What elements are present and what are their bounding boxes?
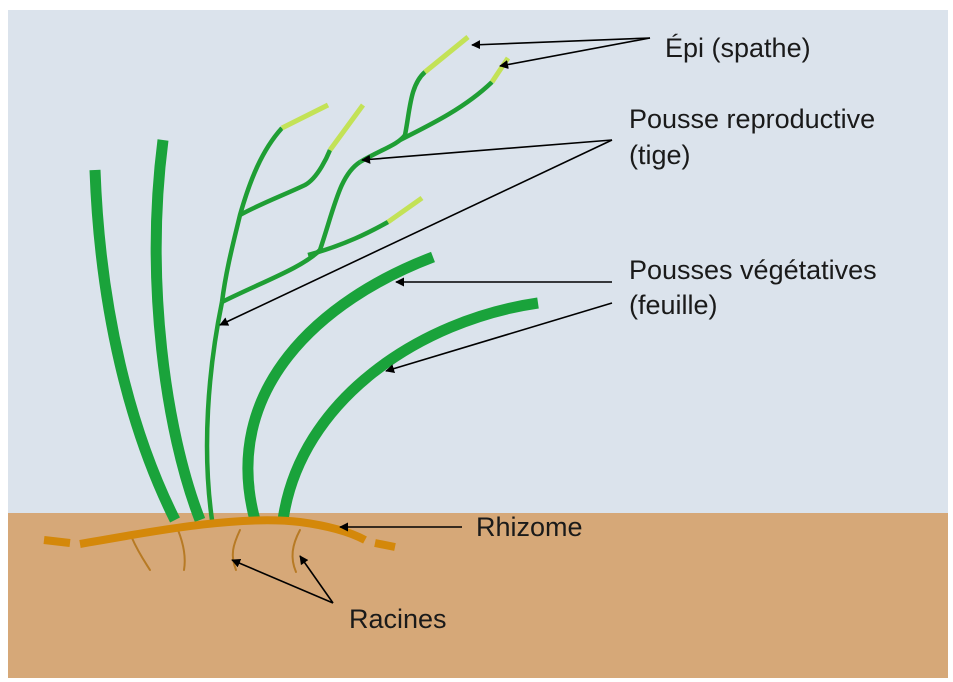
label-vegetative-line2: (feuille): [629, 290, 718, 320]
rhizome-tip-right: [375, 543, 395, 547]
label-vegetative-line1: Pousses végétatives: [629, 255, 877, 285]
label-rhizome: Rhizome: [476, 512, 583, 542]
label-reproductive-line1: Pousse reproductive: [629, 104, 875, 134]
label-reproductive-line2: (tige): [629, 140, 691, 170]
label-spike: Épi (spathe): [665, 33, 811, 63]
label-roots: Racines: [349, 604, 447, 634]
rhizome-tip-left: [44, 540, 70, 543]
